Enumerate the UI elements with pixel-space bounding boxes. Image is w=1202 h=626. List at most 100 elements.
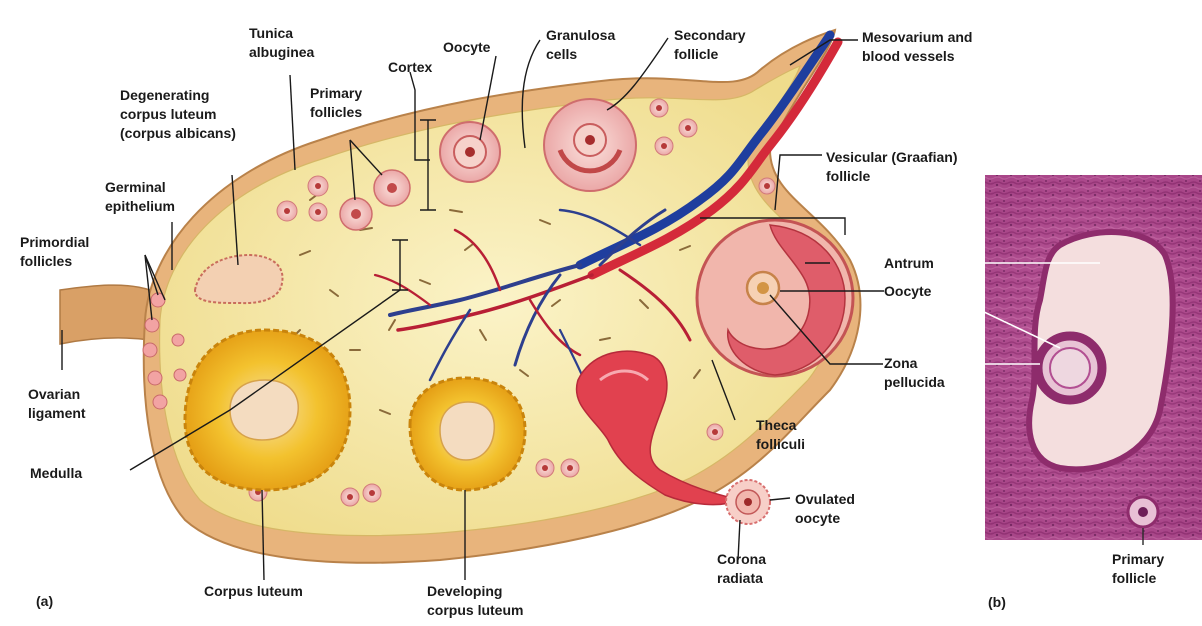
- label-line: Developing: [427, 583, 502, 599]
- label-granulosa-cells: Granulosa cells: [546, 27, 615, 62]
- label-line: epithelium: [105, 198, 175, 214]
- svg-text:Cortex: Cortex: [388, 59, 433, 75]
- svg-text:follicles: follicles: [20, 253, 72, 269]
- label-corpus-luteum: Corpus luteum: [204, 583, 303, 599]
- svg-text:pellucida: pellucida: [884, 374, 945, 390]
- label-line: (a): [36, 593, 53, 609]
- svg-text:follicle: follicle: [826, 168, 871, 184]
- svg-text:blood vessels: blood vessels: [862, 48, 955, 64]
- label-line: Oocyte: [884, 283, 932, 299]
- label-line: radiata: [717, 570, 763, 586]
- label-line: Secondary: [674, 27, 746, 43]
- svg-text:ligament: ligament: [28, 405, 86, 421]
- svg-text:Tunica: Tunica: [249, 25, 293, 41]
- label-line: Primary: [1112, 551, 1164, 567]
- label-line: oocyte: [795, 510, 840, 526]
- label-vesicular-follicle: Vesicular (Graafian) follicle: [826, 149, 958, 184]
- label-primary-follicles: Primary follicles: [310, 85, 362, 120]
- label-line: (corpus albicans): [120, 125, 236, 141]
- panel-label-b: (b): [988, 594, 1006, 610]
- label-line: Cortex: [388, 59, 433, 75]
- svg-text:albuginea: albuginea: [249, 44, 315, 60]
- label-line: Ovulated: [795, 491, 855, 507]
- label-degenerating-corpus-luteum: Degenerating corpus luteum (corpus albic…: [120, 87, 236, 141]
- label-secondary-follicle: Secondary follicle: [674, 27, 746, 62]
- label-antrum: Antrum: [884, 255, 934, 271]
- svg-text:follicle: follicle: [674, 46, 719, 62]
- svg-text:Vesicular (Graafian): Vesicular (Graafian): [826, 149, 958, 165]
- svg-text:Theca: Theca: [756, 417, 797, 433]
- svg-text:Primary: Primary: [310, 85, 362, 101]
- ovarian-ligament: [60, 285, 150, 344]
- label-line: blood vessels: [862, 48, 955, 64]
- label-line: Mesovarium and: [862, 29, 972, 45]
- label-line: Granulosa: [546, 27, 615, 43]
- label-primordial-follicles: Primordial follicles: [20, 234, 89, 269]
- label-line: Germinal: [105, 179, 166, 195]
- label-line: Antrum: [884, 255, 934, 271]
- label-mesovarium: Mesovarium and blood vessels: [862, 29, 972, 64]
- svg-text:Developing: Developing: [427, 583, 502, 599]
- early-follicle: [440, 122, 500, 182]
- label-line: Medulla: [30, 465, 82, 481]
- svg-text:folliculi: folliculi: [756, 436, 805, 452]
- svg-text:Degenerating: Degenerating: [120, 87, 209, 103]
- svg-text:Secondary: Secondary: [674, 27, 746, 43]
- label-ovarian-ligament: Ovarian ligament: [28, 386, 86, 421]
- label-tunica-albuginea: Tunica albuginea: [249, 25, 315, 60]
- label-line: Corpus luteum: [204, 583, 303, 599]
- corpus-luteum-shape: [185, 330, 350, 490]
- developing-corpus-luteum-shape: [410, 378, 525, 490]
- svg-text:Germinal: Germinal: [105, 179, 166, 195]
- label-line: corpus luteum: [427, 602, 523, 618]
- label-line: corpus luteum: [120, 106, 216, 122]
- label-line: follicle: [826, 168, 871, 184]
- svg-text:(b): (b): [988, 594, 1006, 610]
- svg-text:Granulosa: Granulosa: [546, 27, 615, 43]
- svg-text:Primordial: Primordial: [20, 234, 89, 250]
- label-oocyte-mid: Oocyte: [884, 283, 932, 299]
- label-zona-pellucida: Zona pellucida: [884, 355, 945, 390]
- label-line: Tunica: [249, 25, 293, 41]
- svg-text:Corona: Corona: [717, 551, 766, 567]
- svg-text:oocyte: oocyte: [795, 510, 840, 526]
- label-line: follicle: [674, 46, 719, 62]
- label-ovulated-oocyte: Ovulated oocyte: [795, 491, 855, 526]
- svg-text:corpus luteum: corpus luteum: [427, 602, 523, 618]
- label-line: Degenerating: [120, 87, 209, 103]
- graafian-follicle-shape: [697, 220, 853, 376]
- label-medulla: Medulla: [30, 465, 82, 481]
- svg-text:Mesovarium and: Mesovarium and: [862, 29, 972, 45]
- svg-text:Medulla: Medulla: [30, 465, 82, 481]
- label-cortex: Cortex: [388, 59, 433, 75]
- label-line: cells: [546, 46, 577, 62]
- svg-text:Zona: Zona: [884, 355, 918, 371]
- svg-text:corpus luteum: corpus luteum: [120, 106, 216, 122]
- panel-label-a: (a): [36, 593, 53, 609]
- label-line: Oocyte: [443, 39, 491, 55]
- label-line: follicles: [20, 253, 72, 269]
- svg-text:radiata: radiata: [717, 570, 763, 586]
- svg-text:Oocyte: Oocyte: [443, 39, 491, 55]
- ovulated-oocyte-shape: [726, 480, 770, 524]
- svg-text:(a): (a): [36, 593, 53, 609]
- label-line: Zona: [884, 355, 918, 371]
- label-line: Primary: [310, 85, 362, 101]
- label-line: Vesicular (Graafian): [826, 149, 958, 165]
- svg-text:Antrum: Antrum: [884, 255, 934, 271]
- svg-text:follicles: follicles: [310, 104, 362, 120]
- label-developing-corpus-luteum: Developing corpus luteum: [427, 583, 523, 618]
- label-line: (b): [988, 594, 1006, 610]
- label-line: follicles: [310, 104, 362, 120]
- label-line: pellucida: [884, 374, 945, 390]
- svg-text:Oocyte: Oocyte: [884, 283, 932, 299]
- svg-text:Primary: Primary: [1112, 551, 1164, 567]
- label-line: Primordial: [20, 234, 89, 250]
- svg-text:Corpus luteum: Corpus luteum: [204, 583, 303, 599]
- svg-text:Ovulated: Ovulated: [795, 491, 855, 507]
- label-corona-radiata: Corona radiata: [717, 551, 766, 586]
- label-primary-follicle-b: Primary follicle: [1112, 551, 1164, 586]
- label-germinal-epithelium: Germinal epithelium: [105, 179, 175, 214]
